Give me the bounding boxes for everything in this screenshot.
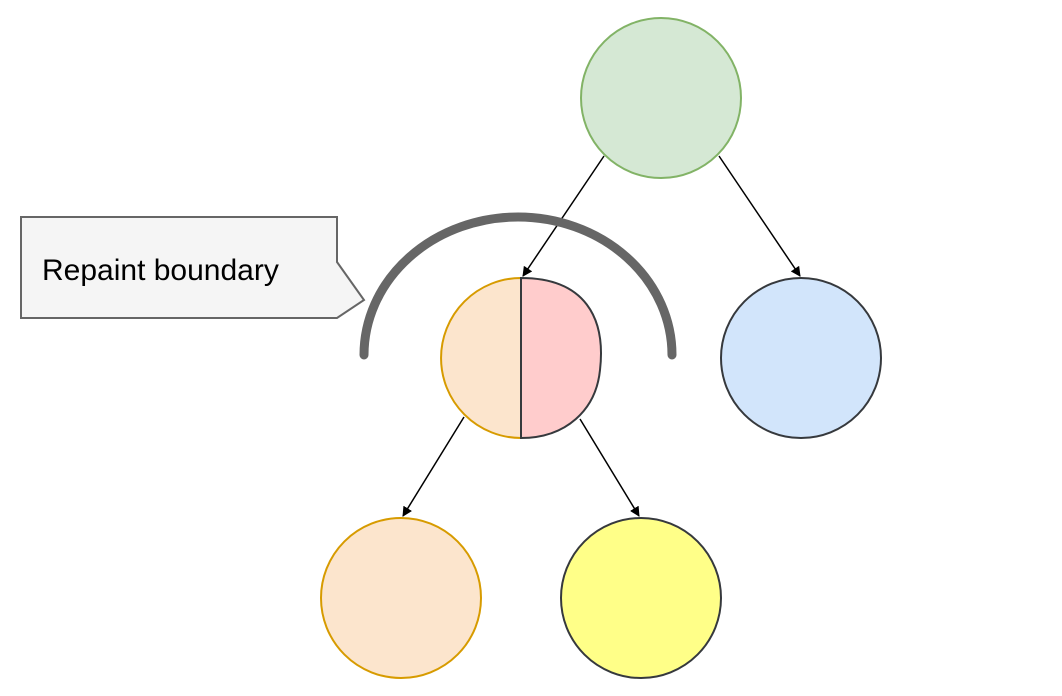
edge-boundary-node-to-right-grandchild <box>579 418 640 517</box>
edge-boundary-node-to-left-grandchild <box>402 416 465 517</box>
repaint-boundary-arc <box>359 212 677 360</box>
left-grandchild-node <box>320 517 482 679</box>
callout-shape <box>20 216 366 319</box>
right-child-node <box>720 277 882 439</box>
edge-root-to-boundary-node <box>522 155 605 277</box>
boundary-node <box>440 276 602 440</box>
edge-root-to-right-child <box>718 155 801 277</box>
repaint-boundary-callout: Repaint boundary <box>20 216 366 319</box>
callout-label: Repaint boundary <box>42 254 279 287</box>
root-node <box>580 17 742 179</box>
boundary-node-left-half <box>440 276 522 440</box>
right-grandchild-node <box>560 517 722 679</box>
boundary-node-right-half <box>520 276 602 440</box>
